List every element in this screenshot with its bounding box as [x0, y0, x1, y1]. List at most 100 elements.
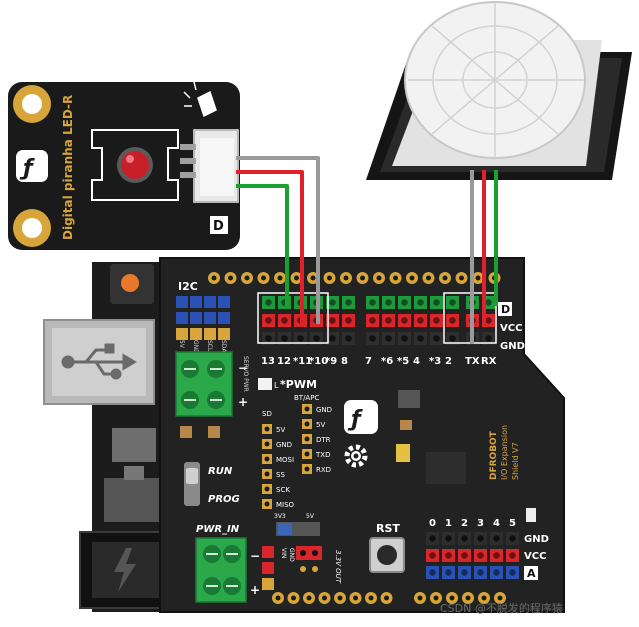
digital-pin-number: 12: [277, 356, 291, 367]
header-pin-hole: [465, 595, 471, 601]
header-pin-hole: [477, 569, 484, 576]
power-in-terminal: [195, 537, 247, 603]
header-pin-hole: [244, 275, 250, 281]
header-pin-hole: [497, 595, 503, 601]
header-pin-hole: [417, 317, 424, 324]
analog-pin-number: 0: [429, 518, 436, 529]
header-pin-hole: [329, 317, 336, 324]
lightning-icon: [114, 548, 136, 592]
smd-component: [396, 444, 410, 462]
header-pin-hole: [509, 569, 516, 576]
5v-label: 5V: [306, 513, 315, 520]
smd-led: [526, 508, 536, 522]
pwm-label: *PWM: [280, 378, 317, 391]
minus-sign: −: [238, 361, 248, 375]
wire-signal-led: [236, 184, 289, 306]
shield-pcb: [159, 257, 565, 613]
header-pin-hole: [433, 335, 440, 342]
header-pin: [218, 296, 230, 308]
digital-pin-number: 13: [261, 356, 275, 367]
header-pin-hole: [509, 535, 516, 542]
header-pin-hole: [385, 335, 392, 342]
bt-pin-label: TXD: [315, 451, 330, 459]
header-pin: [176, 328, 188, 340]
shield-title: I/O Expansion: [500, 425, 509, 480]
pin-group-outline: [257, 292, 329, 344]
header-pin-hole: [327, 275, 332, 281]
header-pin-hole: [368, 595, 374, 601]
header-pin-hole: [343, 275, 349, 281]
header-pin-hole: [281, 335, 288, 342]
i2c-pin-label: 5V: [178, 340, 185, 349]
header-pin-hole: [360, 275, 365, 281]
header-pin-hole: [211, 275, 217, 281]
header-pin-hole: [475, 275, 481, 281]
header-pin-hole: [281, 317, 288, 324]
header-pin-hole: [433, 317, 440, 324]
header-pin-hole: [304, 451, 310, 457]
sd-pin-label: MOSI: [276, 456, 294, 464]
voltage-regulator: [112, 428, 156, 462]
header-pin-hole: [477, 535, 484, 542]
top-header-row: [208, 272, 501, 284]
header-pin-hole: [433, 595, 439, 601]
bt-label: BT/APC: [294, 394, 319, 402]
header-pin: [262, 562, 274, 574]
jst-connector: [180, 129, 239, 203]
header-pin-hole: [385, 299, 392, 306]
usb-icon: [61, 343, 137, 380]
plus-sign: +: [238, 395, 248, 409]
header-pin-hole: [329, 335, 336, 342]
header-pin-hole: [449, 335, 456, 342]
header-pin: [262, 578, 274, 590]
header-pin-hole: [401, 335, 408, 342]
dfrobot-logo-glyph: ƒ: [19, 156, 35, 181]
header-pin-hole: [353, 595, 358, 601]
header-pin-hole: [449, 595, 455, 601]
header-pin-hole: [493, 552, 500, 559]
header-pin-hole: [291, 595, 296, 601]
sd-pin-label: MISO: [276, 501, 295, 509]
led-outline: [91, 129, 179, 201]
header-pin-hole: [228, 275, 233, 281]
header-pin-hole: [393, 275, 398, 281]
sd-pin-label: SS: [276, 471, 285, 479]
i2c-pin-labels: 5V GND SCL SDA: [178, 340, 227, 354]
header-pin-hole: [264, 426, 270, 432]
3v3-out-label: 3.3V OUT: [334, 550, 342, 584]
3v3-label: 3V3: [274, 513, 286, 520]
header-pin-hole: [485, 335, 492, 342]
header-pin-hole: [485, 317, 492, 324]
bt-pin-label: DTR: [316, 436, 331, 444]
transistor-block: [426, 452, 466, 484]
header-pin-hole: [445, 569, 452, 576]
digital-pin-number: 4: [413, 356, 420, 367]
pir-dome-segment: [431, 25, 559, 135]
header-pin-hole: [264, 456, 270, 462]
analog-pin-number: 4: [493, 518, 500, 529]
analog-pin-number: 3: [477, 518, 484, 529]
mounting-hole-center: [22, 218, 42, 238]
header-pin-hole: [345, 335, 352, 342]
i2c-pin-label: SCL: [206, 340, 213, 352]
gnd-label: GND: [288, 548, 295, 562]
header-pin-hole: [477, 552, 484, 559]
vcc-label: VCC: [500, 323, 522, 334]
servo-power-terminal: [175, 351, 233, 417]
wires: [236, 156, 498, 344]
header-pin-hole: [369, 335, 376, 342]
sd-pin-labels: 5V GND MOSI SS SCK MISO: [276, 426, 295, 509]
header-pin: [190, 328, 202, 340]
switch-knob: [186, 468, 198, 484]
mounting-hole-center: [22, 94, 42, 114]
dfrobot-logo: [344, 400, 378, 434]
header-pin-hole: [417, 595, 423, 601]
led-module: ƒ Digital piranha LED-R D: [8, 81, 240, 250]
header-pin-hole: [304, 436, 310, 442]
digital-pin-number: *9: [325, 356, 337, 367]
header-pin-hole: [304, 466, 310, 472]
i2c-header: [176, 296, 230, 340]
header-pin-hole: [426, 275, 431, 281]
